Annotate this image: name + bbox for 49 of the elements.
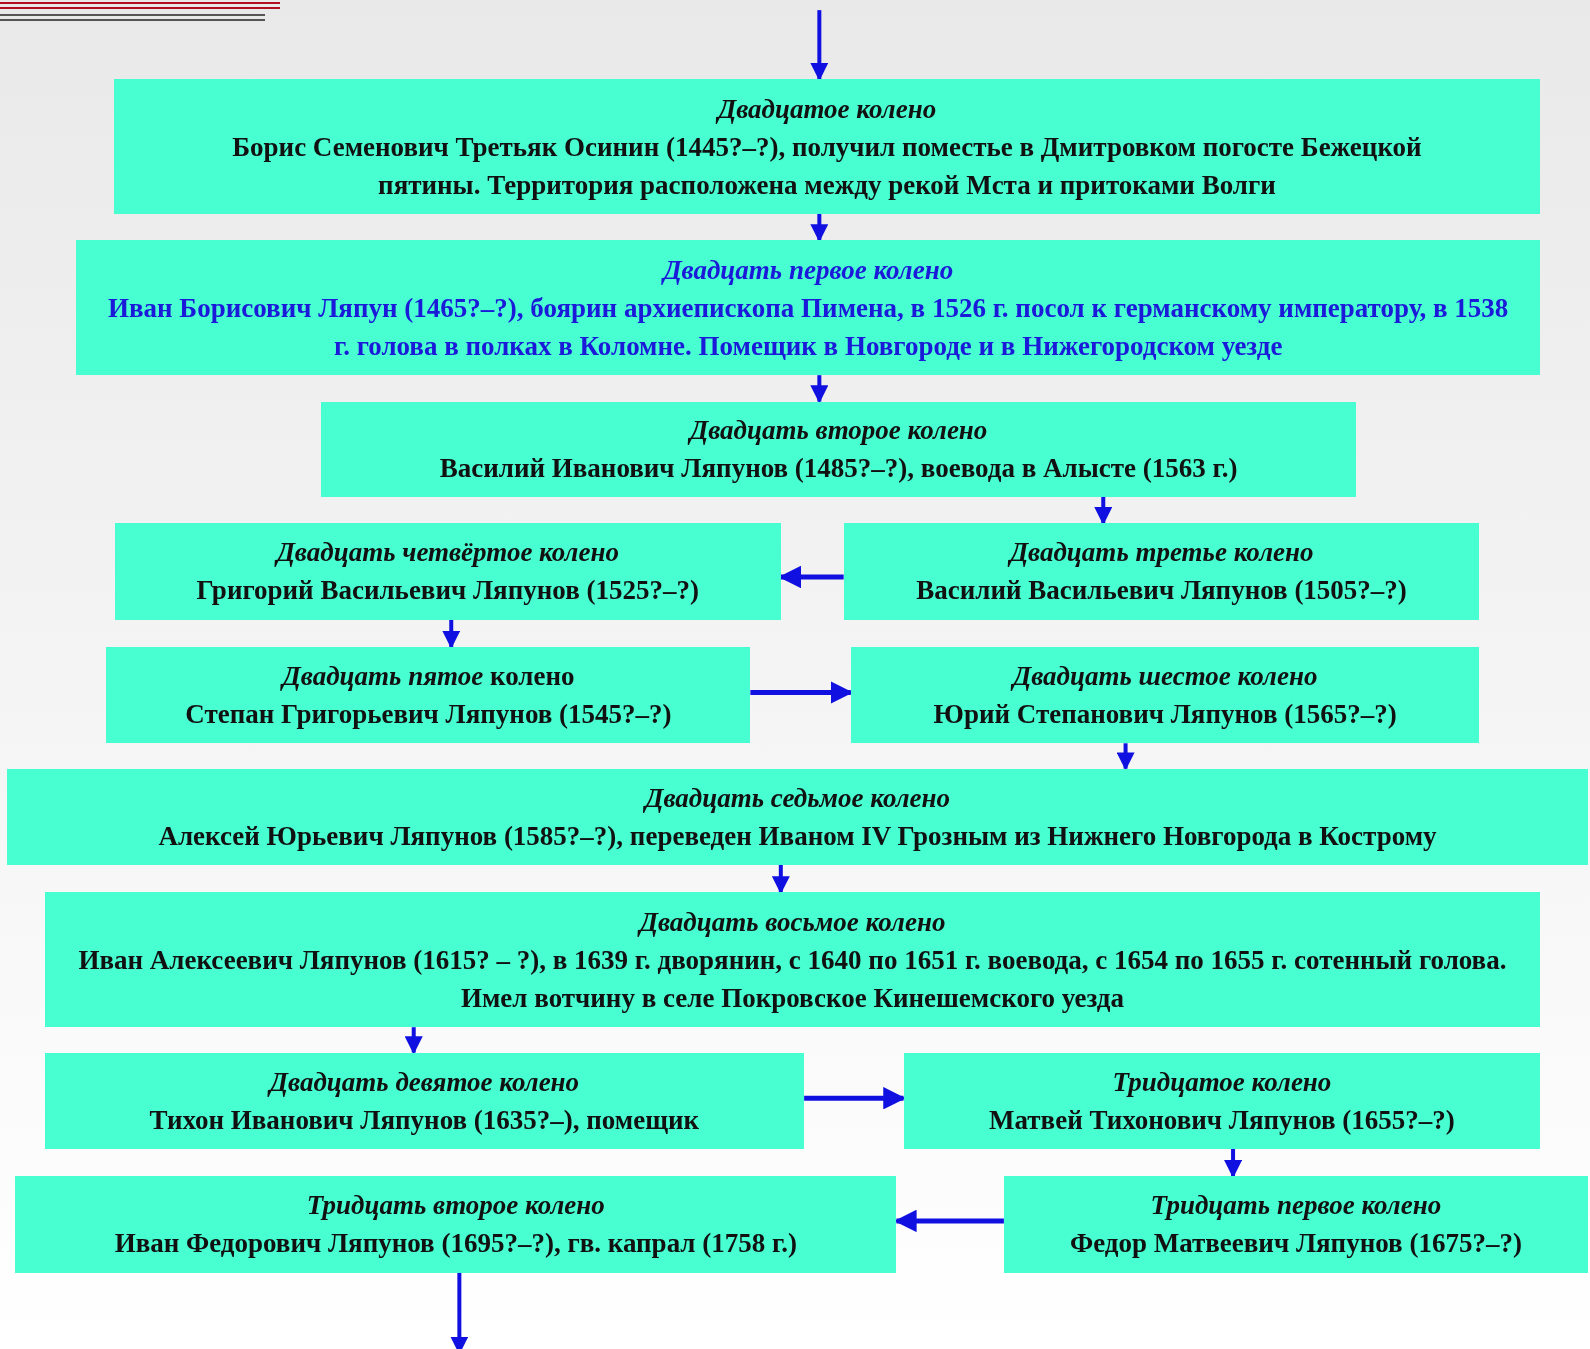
generation-heading: Тридцатое колено bbox=[1112, 1065, 1332, 1099]
generation-heading: Двадцатое колено bbox=[717, 92, 937, 126]
arrow bbox=[810, 375, 829, 404]
arrow bbox=[1094, 496, 1113, 526]
person-description: Василий Иванович Ляпунов (1485?–?), воевода в Алысте (1563 г.) bbox=[439, 452, 1238, 486]
person-description: Борис Семенович Третьяк Осинин (1445?–?), получил поместье в Дмитровком погосте Бежецкой пятины. Территория расположена между рекой Мста и притоками Волги bbox=[231, 130, 1423, 202]
generation-box bbox=[76, 240, 1541, 376]
generation-box bbox=[44, 1052, 805, 1149]
generation-heading: Двадцать пятое колено bbox=[282, 660, 575, 694]
generation-heading: Двадцать четвёртое колено bbox=[276, 536, 619, 570]
person-description: Матвей Тихонович Ляпунов (1655?–?) bbox=[989, 1103, 1455, 1137]
generation-heading: Тридцать первое колено bbox=[1150, 1189, 1442, 1223]
person-description: Иван Борисович Ляпун (1465?–?), боярин архиепископа Пимена, в 1526 г. посол к германскому императору, в 1538 г. голова в полках в Коломне. Помещик в Новгороде и в Нижегородском уезде bbox=[107, 291, 1510, 363]
generation-heading: Тридцать второе колено bbox=[306, 1189, 605, 1223]
person-description: Тихон Иванович Ляпунов (1635?–), помещик bbox=[149, 1103, 700, 1137]
generation-heading: Двадцать девятое колено bbox=[269, 1065, 580, 1099]
arrow bbox=[771, 864, 790, 895]
person-description: Василий Васильевич Ляпунов (1505?–?) bbox=[916, 574, 1407, 608]
arrow bbox=[1116, 743, 1135, 771]
arrow bbox=[450, 1272, 469, 1349]
generation-box bbox=[1003, 1176, 1588, 1273]
generation-box bbox=[114, 523, 781, 620]
generation-box bbox=[7, 768, 1588, 865]
arrow bbox=[442, 619, 461, 649]
generation-heading: Двадцать восьмое колено bbox=[639, 905, 946, 939]
arrow bbox=[404, 1027, 423, 1055]
person-description: Алексей Юрьевич Ляпунов (1585?–?), переведен Иваном IV Грозным из Нижнего Новгорода в Кострому bbox=[158, 819, 1437, 853]
generation-box bbox=[44, 892, 1541, 1028]
person-description: Федор Матвеевич Ляпунов (1675?–?) bbox=[1069, 1227, 1522, 1261]
generation-heading: Двадцать первое колено bbox=[663, 253, 954, 287]
generation-box bbox=[903, 1052, 1541, 1149]
generation-box bbox=[843, 523, 1480, 620]
person-description: Степан Григорьевич Ляпунов (1545?–?) bbox=[185, 698, 672, 732]
generation-heading: Двадцать седьмое колено bbox=[645, 781, 951, 815]
person-description: Иван Федорович Ляпунов (1695?–?), гв. капрал (1758 г.) bbox=[114, 1227, 797, 1261]
generation-box bbox=[850, 646, 1480, 744]
arrow bbox=[810, 10, 829, 81]
arrow bbox=[810, 213, 829, 243]
generation-box bbox=[15, 1176, 897, 1273]
arrow bbox=[1224, 1148, 1243, 1179]
generation-box bbox=[113, 79, 1541, 214]
person-description: Григорий Васильевич Ляпунов (1525?–?) bbox=[196, 574, 699, 608]
generation-box bbox=[321, 401, 1356, 497]
generation-heading: Двадцать третье колено bbox=[1009, 536, 1314, 570]
generation-heading: Двадцать шестое колено bbox=[1012, 660, 1318, 694]
person-description: Юрий Степанович Ляпунов (1565?–?) bbox=[933, 698, 1397, 732]
person-description: Иван Алексеевич Ляпунов (1615? – ?), в 1639 г. дворянин, с 1640 по 1651 г. воевода, с 1654 по 1655 г. сотенный голова. Имел вотчину в селе Покровское Кинешемского уезда bbox=[77, 943, 1508, 1015]
generation-heading: Двадцать второе колено bbox=[689, 414, 988, 448]
generation-box bbox=[106, 646, 751, 744]
